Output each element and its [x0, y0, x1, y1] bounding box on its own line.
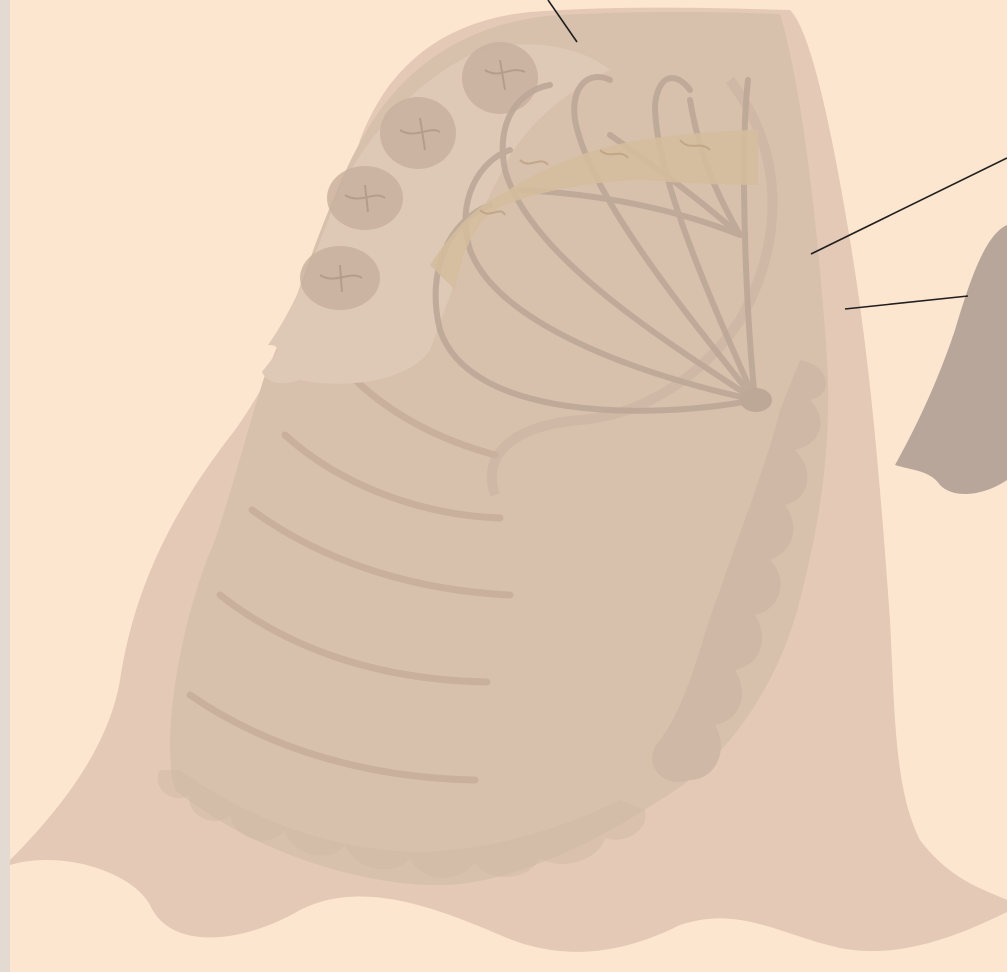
nodule	[462, 42, 538, 114]
left-strip	[0, 0, 10, 972]
loop-hub	[740, 388, 772, 412]
